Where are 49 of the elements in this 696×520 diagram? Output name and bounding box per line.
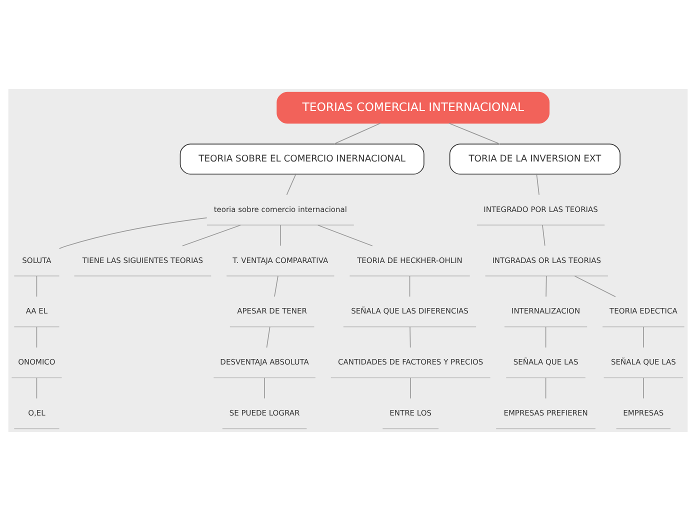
node-text: INTEGRADO POR LAS TEORIAS: [484, 204, 598, 214]
node-box: TEORIA SOBRE EL COMERCIO INERNACIONAL: [180, 143, 424, 174]
node-text: ENTRE LOS: [390, 408, 432, 417]
connector: [36, 326, 38, 348]
connector: [182, 224, 241, 246]
node-text: SE PUEDE LOGRAR: [229, 408, 300, 417]
connector: [317, 224, 373, 246]
connector: [545, 326, 546, 348]
connector: [448, 122, 500, 144]
connector: [643, 376, 644, 398]
node-text: TEORIA DE HECKHER-OHLIN: [357, 255, 462, 264]
connector: [410, 376, 411, 398]
node-text: EMPRESAS PREFIEREN: [504, 408, 588, 417]
connector: [334, 122, 381, 144]
connector: [264, 376, 265, 398]
node-text: DESVENTAJA ABSOLUTA: [220, 357, 309, 366]
connector: [542, 224, 546, 246]
connector: [274, 275, 278, 297]
node-text: TIENE LAS SIGUIENTES TEORIAS: [82, 255, 204, 264]
connector: [36, 275, 38, 297]
node-box: TEORIAS COMERCIAL INTERNACIONAL: [276, 91, 550, 124]
connector: [643, 326, 644, 348]
connector: [545, 376, 546, 398]
node-text: CANTIDADES DE FACTORES Y PRECIOS: [338, 357, 484, 366]
connector: [409, 275, 410, 297]
node-text: T. VENTAJA COMPARATIVA: [232, 255, 328, 264]
connector: [36, 376, 38, 398]
node-text: INTGRADAS OR LAS TEORIAS: [492, 255, 602, 264]
connector: [59, 216, 208, 248]
connector: [286, 173, 296, 195]
node-box: TORIA DE LA INVERSION EXT: [449, 143, 620, 174]
node-text: APESAR DE TENER: [237, 306, 307, 316]
node-text: SEÑALA QUE LAS DIFERENCIAS: [351, 306, 468, 316]
node-text: SEÑALA QUE LAS: [513, 357, 578, 366]
node-text: SOLUTA: [22, 255, 52, 264]
node-text: O,EL: [28, 408, 46, 417]
node-text: INTERNALIZACION: [511, 306, 580, 316]
node-text: TEORIA EDECTICA: [610, 306, 678, 316]
node-text: teoria sobre comercio internacional: [214, 204, 347, 214]
connector: [266, 326, 270, 348]
connector: [280, 224, 281, 246]
node-text: EMPRESAS: [623, 408, 664, 417]
connector: [410, 326, 411, 348]
node-text: SEÑALA QUE LAS: [610, 357, 676, 366]
connector: [536, 173, 540, 195]
connector: [546, 275, 547, 297]
node-text: ONOMICO: [18, 357, 56, 366]
node-text: AA EL: [26, 306, 48, 316]
connector: [574, 275, 616, 297]
